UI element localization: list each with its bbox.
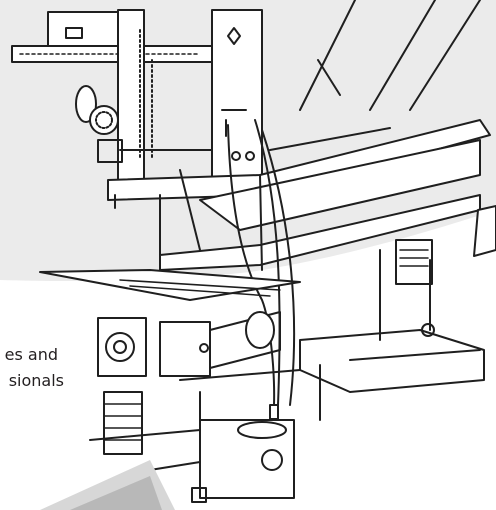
- feed-hopper: [39, 269, 301, 301]
- caption-line-2: sionals: [8, 371, 64, 390]
- motor-icon: [97, 311, 281, 455]
- shaded-plank: [40, 460, 175, 510]
- upper-frame: [11, 9, 263, 191]
- rear-lines: [299, 0, 481, 111]
- filter-box: [89, 404, 295, 503]
- caption-line-1: es and: [4, 345, 58, 364]
- fan-grill: [75, 85, 119, 135]
- control-panel-icon: [395, 205, 496, 285]
